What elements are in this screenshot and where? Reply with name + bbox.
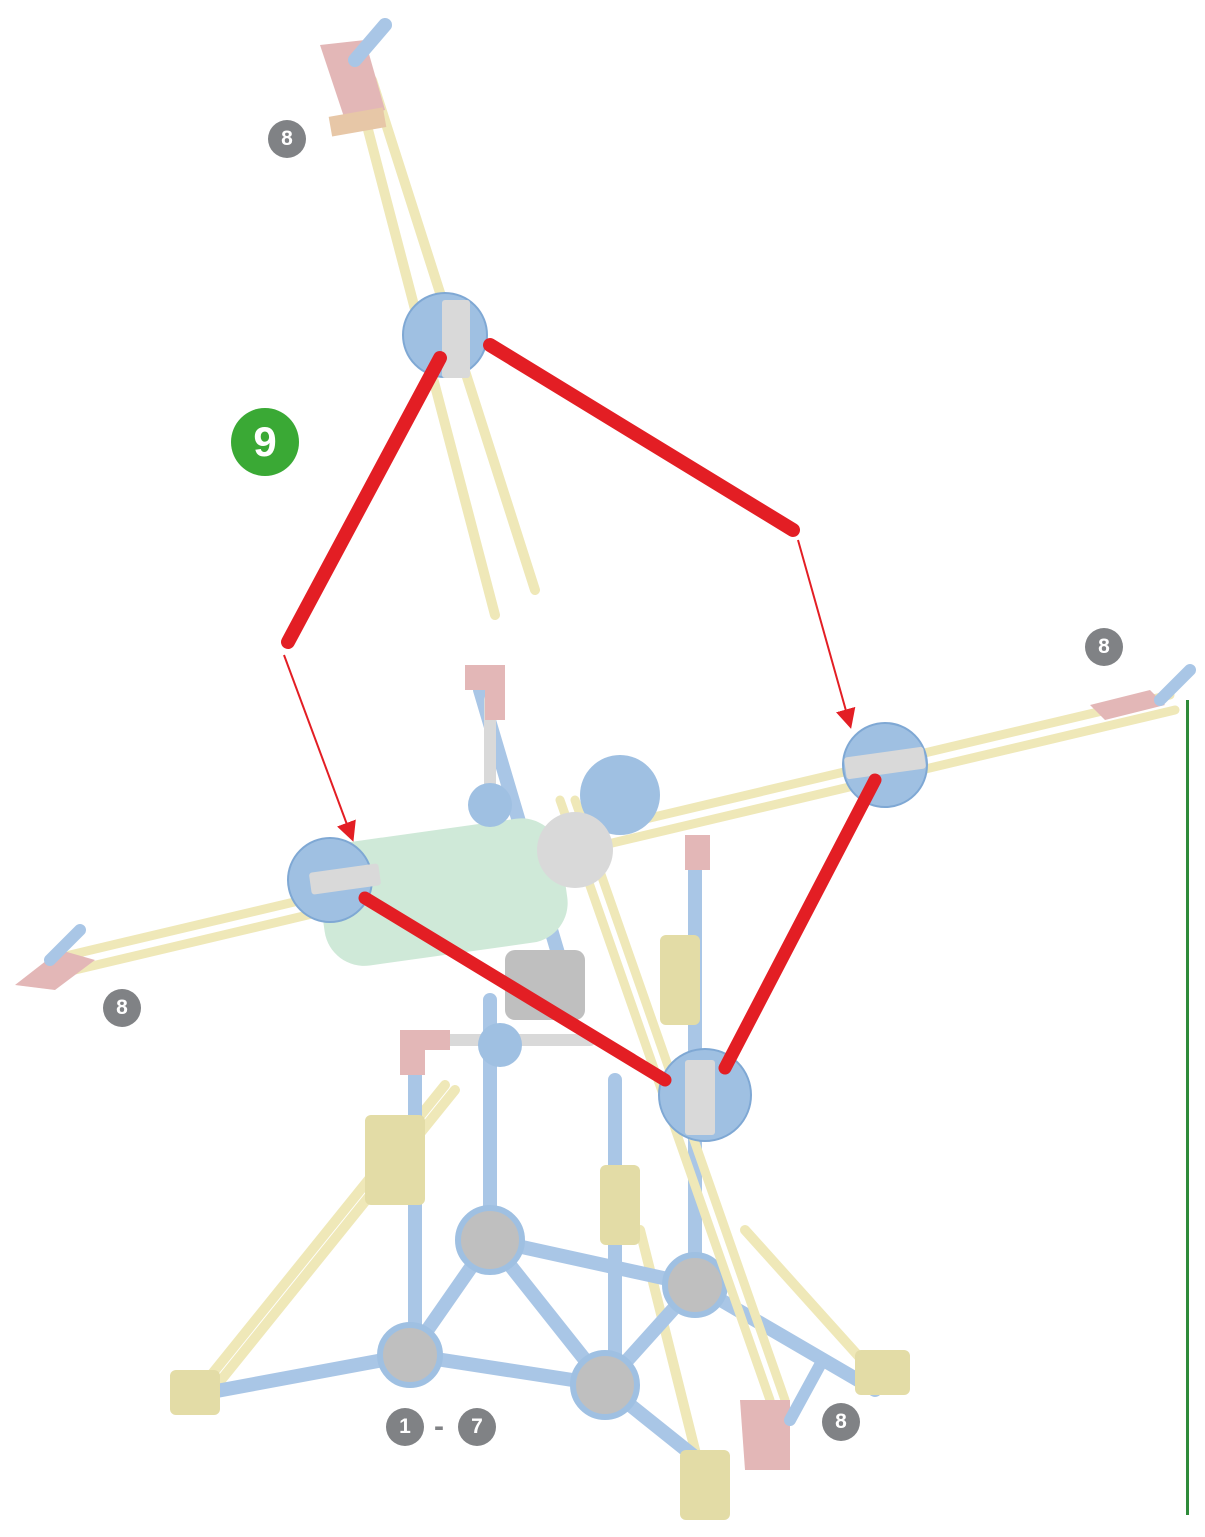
- sub-step-label: 8: [835, 1410, 847, 1433]
- arm-assembly: [15, 664, 1196, 1470]
- sub-step-badge-top: 8: [268, 120, 306, 158]
- step-number-badge: 9: [231, 408, 299, 476]
- sub-step-badge-left: 8: [103, 989, 141, 1027]
- sub-step-badge-bottom: 8: [822, 1403, 860, 1441]
- range-start-badge: 1: [386, 1408, 424, 1446]
- sub-step-label: 8: [116, 996, 128, 1019]
- step-number-text: 9: [253, 418, 277, 465]
- sub-step-label: 8: [1098, 635, 1110, 658]
- range-start-label: 1: [399, 1415, 411, 1438]
- range-separator: -: [434, 1410, 444, 1443]
- sub-step-badge-right: 8: [1085, 628, 1123, 666]
- range-end-label: 7: [471, 1415, 483, 1438]
- placement-arrows: [283, 539, 856, 842]
- range-end-badge: 7: [458, 1408, 496, 1446]
- detached-arm: [281, 18, 800, 649]
- side-rule: [1186, 700, 1189, 1515]
- sub-step-label: 8: [281, 127, 293, 150]
